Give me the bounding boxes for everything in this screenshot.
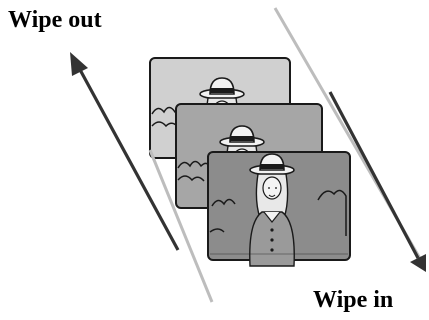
frame-front — [208, 152, 350, 266]
wipe-out-label: Wipe out — [8, 8, 102, 32]
wipe-in-label: Wipe in — [313, 288, 393, 312]
